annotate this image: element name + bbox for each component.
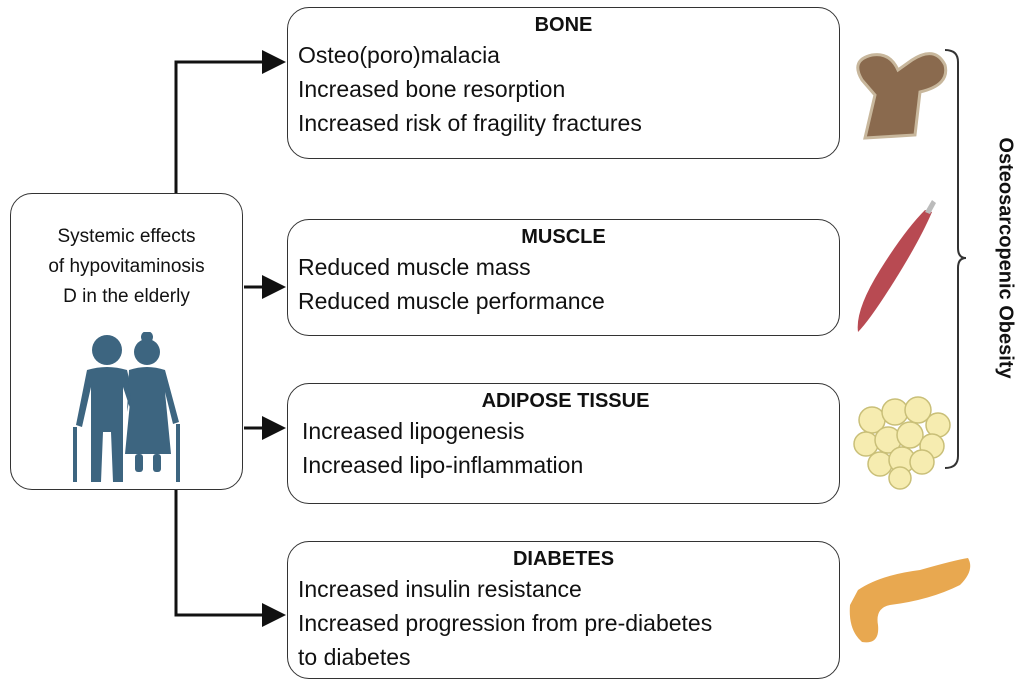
list-item: Osteo(poro)malacia	[298, 42, 500, 68]
list-item: Reduced muscle mass	[298, 254, 531, 280]
bone-icon	[856, 52, 948, 140]
adipose-cells-icon	[853, 396, 951, 490]
list-item: Reduced muscle performance	[298, 288, 605, 314]
diabetes-title: DIABETES	[512, 548, 615, 570]
list-item: to diabetes	[298, 644, 411, 670]
central-label-line: D in the elderly	[63, 286, 190, 307]
central-label-line: of hypovitaminosis	[48, 256, 205, 277]
arrow-to-diabetes	[174, 490, 286, 627]
central-concept-box: Systemic effects of hypovitaminosis D in…	[10, 193, 243, 490]
list-item: Increased risk of fragility fractures	[298, 110, 642, 136]
diabetes-effects-box: DIABETES Increased insulin resistance In…	[287, 541, 840, 679]
adipose-effects-box: ADIPOSE TISSUE Increased lipogenesis Inc…	[287, 383, 840, 504]
muscle-title: MUSCLE	[521, 226, 606, 248]
brace	[944, 49, 967, 469]
muscle-icon	[857, 200, 936, 332]
list-item: Increased bone resorption	[298, 76, 566, 102]
pancreas-icon	[849, 558, 971, 643]
list-item: Increased insulin resistance	[298, 576, 582, 602]
list-item: Increased lipogenesis	[302, 418, 525, 444]
list-item: Increased progression from pre-diabetes	[298, 610, 713, 636]
bone-effects-box: BONE Osteo(poro)malacia Increased bone r…	[287, 7, 840, 159]
bone-title: BONE	[534, 14, 593, 36]
adipose-title: ADIPOSE TISSUE	[481, 390, 650, 412]
central-label-line: Systemic effects	[57, 226, 196, 247]
elderly-couple-icon	[72, 331, 180, 482]
muscle-effects-box: MUSCLE Reduced muscle mass Reduced muscl…	[287, 219, 840, 336]
list-item: Increased lipo-inflammation	[302, 452, 584, 478]
brace-label: Osteosarcopenic Obesity	[994, 137, 1017, 379]
arrow-to-bone	[174, 50, 286, 193]
